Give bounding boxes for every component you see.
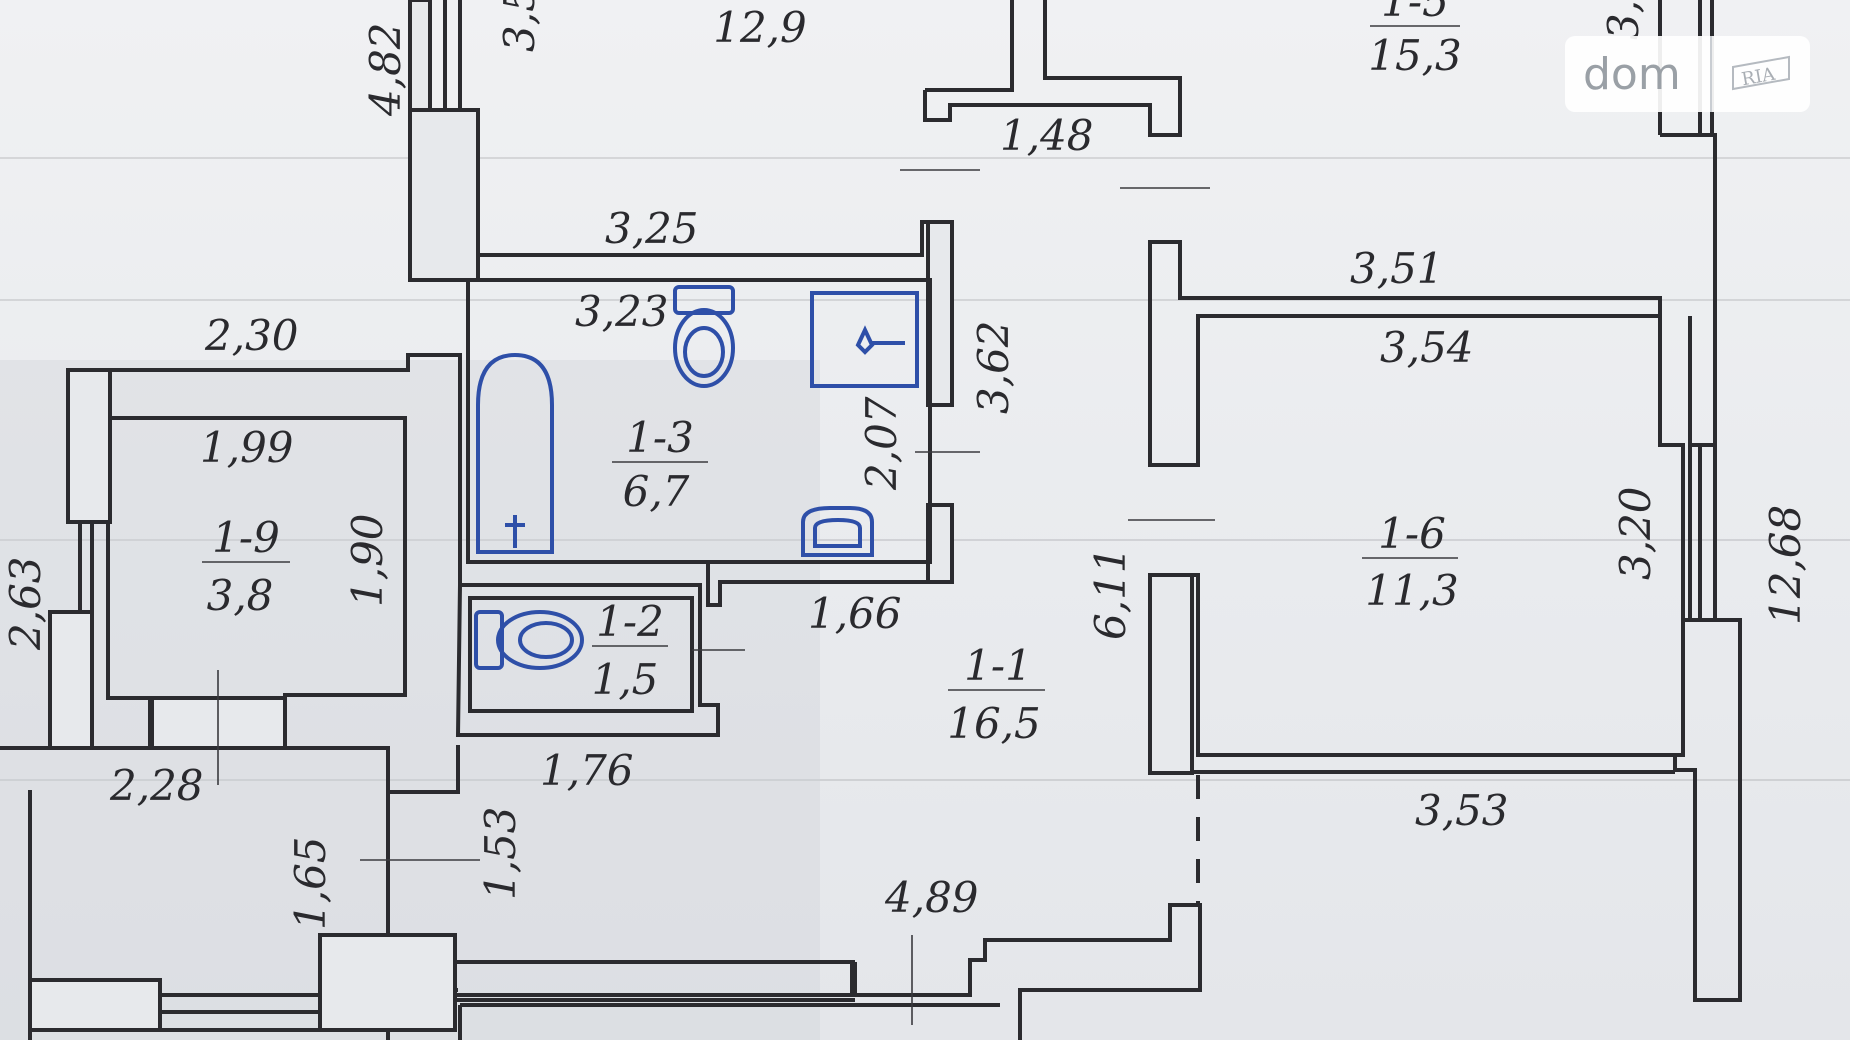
svg-text:1,99: 1,99 — [200, 423, 294, 472]
washbasin-icon — [801, 506, 874, 557]
svg-text:2,28: 2,28 — [109, 761, 204, 810]
sink-icon — [810, 291, 919, 388]
svg-text:3,7: 3,7 — [1599, 0, 1648, 40]
watermark-brand: dom — [1583, 48, 1681, 100]
svg-text:2,63: 2,63 — [1, 556, 50, 651]
room-label-1-6: 1-6 11,3 — [1362, 509, 1459, 615]
svg-text:1-5: 1-5 — [1381, 0, 1449, 26]
ria-badge-icon: RIA — [1710, 36, 1810, 112]
svg-text:1,5: 1,5 — [592, 655, 659, 704]
svg-text:12,9: 12,9 — [713, 3, 807, 52]
dimensions: 3,5 3,7 4,82 1,48 3,25 3,51 3,23 2,30 3,… — [1, 0, 1810, 930]
svg-text:3,53: 3,53 — [1415, 786, 1509, 835]
svg-text:3,25: 3,25 — [605, 204, 699, 253]
svg-text:3,23: 3,23 — [575, 287, 669, 336]
svg-text:2,30: 2,30 — [204, 311, 299, 360]
svg-text:1,76: 1,76 — [540, 746, 634, 795]
svg-text:RIA: RIA — [1740, 64, 1778, 91]
svg-text:1,48: 1,48 — [1000, 111, 1094, 160]
svg-text:2,07: 2,07 — [857, 396, 906, 491]
svg-text:1-1: 1-1 — [964, 641, 1032, 690]
room-label-1-2: 1-2 1,5 — [592, 597, 668, 704]
svg-text:16,5: 16,5 — [947, 699, 1041, 748]
svg-text:1,53: 1,53 — [476, 806, 525, 900]
svg-text:1-9: 1-9 — [212, 513, 280, 562]
svg-text:3,62: 3,62 — [969, 320, 1018, 414]
svg-text:3,54: 3,54 — [1380, 323, 1474, 372]
svg-text:1,66: 1,66 — [808, 589, 902, 638]
toilet-icon — [673, 285, 735, 388]
svg-text:6,7: 6,7 — [623, 467, 690, 516]
svg-text:1-3: 1-3 — [626, 413, 694, 462]
svg-text:1,65: 1,65 — [286, 836, 335, 930]
svg-text:1-6: 1-6 — [1378, 509, 1446, 558]
room-label-top: 12,9 — [713, 3, 807, 52]
room-label-1-1: 1-1 16,5 — [947, 641, 1045, 748]
room-label-1-5: 1-5 15,3 — [1368, 0, 1462, 80]
svg-text:4,89: 4,89 — [884, 873, 979, 922]
svg-text:1,90: 1,90 — [343, 513, 392, 607]
svg-text:3,51: 3,51 — [1350, 244, 1444, 293]
bathtub-icon — [476, 352, 554, 554]
svg-text:3,5: 3,5 — [495, 0, 544, 52]
watermark-logo: dom RIA — [1565, 36, 1810, 112]
walls — [0, 0, 1742, 1040]
dimension-ticks — [217, 169, 1215, 1025]
svg-text:1-2: 1-2 — [596, 597, 664, 646]
room-label-1-9: 1-9 3,8 — [202, 513, 290, 620]
svg-text:3,8: 3,8 — [207, 571, 274, 620]
svg-text:11,3: 11,3 — [1365, 566, 1459, 615]
svg-text:3,20: 3,20 — [1611, 486, 1660, 580]
room-label-1-3: 1-3 6,7 — [612, 413, 708, 516]
toilet-icon — [474, 610, 584, 670]
svg-text:12,68: 12,68 — [1761, 505, 1810, 625]
svg-text:6,11: 6,11 — [1086, 546, 1135, 640]
svg-text:15,3: 15,3 — [1368, 31, 1462, 80]
svg-text:4,82: 4,82 — [361, 22, 410, 117]
